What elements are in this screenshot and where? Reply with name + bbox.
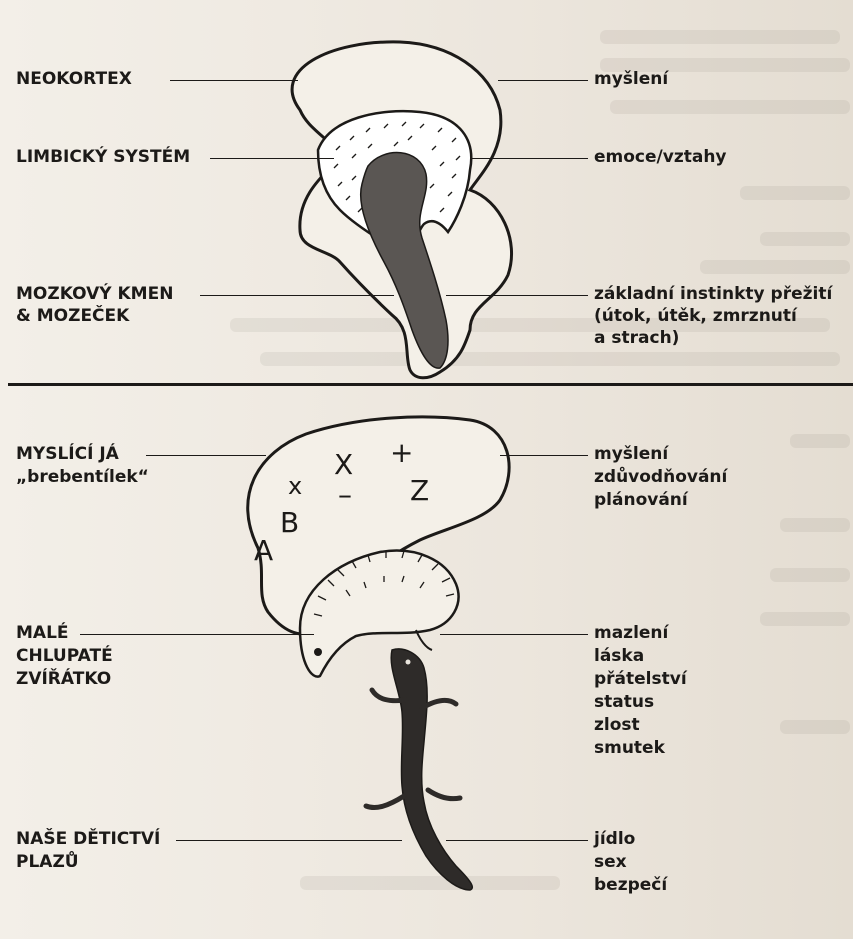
leader-plazu: [176, 840, 402, 841]
label-plazu: PLAZŮ: [16, 851, 79, 873]
leader-myslici: [146, 455, 266, 456]
label-myslici-ja: MYSLÍCÍ JÁ: [16, 443, 119, 465]
leader-limbic: [210, 158, 334, 159]
label-brebentilek: „brebentílek“: [16, 466, 149, 488]
label-mozkovy-kmen: MOZKOVÝ KMEN: [16, 283, 173, 305]
leader-limbic-right: [470, 158, 588, 159]
label-smutek: smutek: [594, 737, 665, 759]
label-bezpeci: bezpečí: [594, 874, 667, 896]
label-laska: láska: [594, 645, 644, 667]
label-mazleni: mazlení: [594, 622, 668, 644]
label-planovani: plánování: [594, 489, 688, 511]
letter-b: B: [280, 506, 299, 539]
label-mysleni-top: myšlení: [594, 68, 668, 90]
leader-myslici-right: [500, 455, 588, 456]
label-zduvodnovani: zdůvodňování: [594, 466, 727, 488]
leader-plazu-right: [446, 840, 588, 841]
leader-kmen: [200, 295, 394, 296]
label-neokortex: NEOKORTEX: [16, 68, 132, 90]
label-instinkty-2: (útok, útěk, zmrznutí: [594, 305, 797, 327]
label-male: MALÉ: [16, 622, 69, 644]
label-pratelstvi: přátelství: [594, 668, 687, 690]
label-mysleni-bottom: myšlení: [594, 443, 668, 465]
label-zlost: zlost: [594, 714, 640, 736]
letter-a: A: [254, 534, 273, 567]
leader-neokortex-right: [498, 80, 588, 81]
label-instinkty-1: základní instinkty přežití: [594, 283, 832, 305]
leader-zviratko: [80, 634, 314, 635]
section-divider: [8, 383, 853, 386]
letter-x-upper: X: [334, 448, 353, 481]
label-zviratko: ZVÍŘÁTKO: [16, 668, 111, 690]
label-limbicky-system: LIMBICKÝ SYSTÉM: [16, 146, 190, 168]
leader-neokortex: [170, 80, 298, 81]
label-sex: sex: [594, 851, 627, 873]
letter-dash: –: [338, 478, 352, 511]
lizard-icon: [391, 649, 472, 890]
label-emoce: emoce/vztahy: [594, 146, 727, 168]
label-jidlo: jídlo: [594, 828, 635, 850]
letter-z: Z: [410, 474, 429, 507]
letter-plus: +: [390, 436, 413, 469]
label-status: status: [594, 691, 654, 713]
leader-kmen-right: [446, 295, 588, 296]
label-chlupate: CHLUPATÉ: [16, 645, 113, 667]
letter-x-lower: x: [288, 472, 302, 500]
label-nase-detictvi: NAŠE DĚTICTVÍ: [16, 828, 160, 850]
label-instinkty-3: a strach): [594, 327, 679, 349]
label-mozecek: & MOZEČEK: [16, 305, 129, 327]
leader-zviratko-right: [440, 634, 588, 635]
